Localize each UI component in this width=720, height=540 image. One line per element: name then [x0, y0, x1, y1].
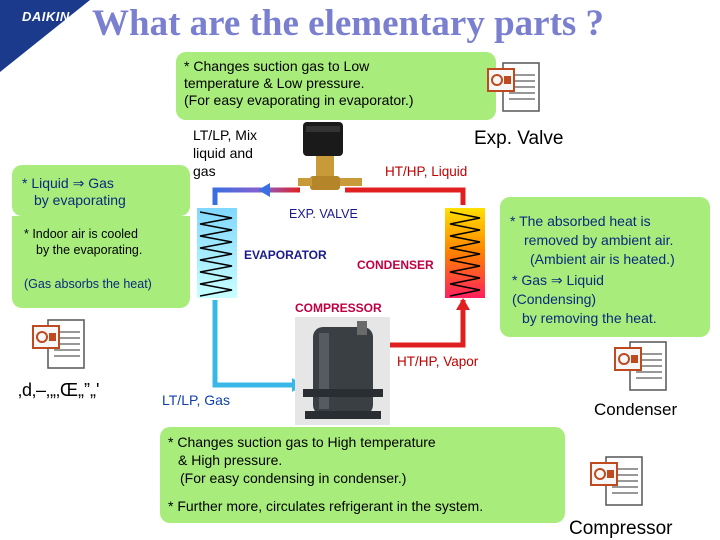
label-condenser: Condenser — [594, 400, 678, 419]
compressor-image — [295, 317, 390, 425]
label-lt-lp-gas: LT/LP, Gas — [162, 392, 230, 408]
label-evaporator: EVAPORATOR — [244, 248, 327, 262]
note-line: * Indoor air is cooled — [24, 227, 138, 241]
label-condenser-caps: CONDENSER — [357, 258, 434, 272]
label-compressor: Compressor — [569, 518, 673, 539]
note-compressor: * Changes suction gas to High temperatur… — [160, 427, 565, 523]
note-line: (Ambient air is heated.) — [530, 251, 675, 267]
note-evaporator-detail: * Indoor air is cooled by the evaporatin… — [12, 216, 190, 308]
note-line: by removing the heat. — [522, 310, 657, 326]
document-icon[interactable] — [30, 318, 88, 372]
condenser-coil — [449, 211, 481, 297]
liquid-line-hot — [345, 187, 466, 205]
note-condenser: * The absorbed heat is removed by ambien… — [500, 197, 710, 337]
label-line: gas — [193, 163, 216, 179]
document-icon[interactable] — [588, 455, 646, 509]
note-line: * Further more, circulates refrigerant i… — [168, 498, 484, 514]
label-line: LT/LP, Mix — [193, 127, 258, 143]
label-ht-hp-vapor: HT/HP, Vapor — [397, 354, 479, 369]
brand-logo: DAIKIN — [22, 9, 70, 24]
note-line: * Gas ⇒ Liquid — [512, 272, 604, 288]
liquid-line-mixed — [212, 187, 300, 205]
note-line: by the evaporating. — [36, 243, 143, 257]
note-line: temperature & Low pressure. — [184, 75, 365, 91]
flow-arrow-left — [258, 183, 270, 197]
note-line: removed by ambient air. — [524, 232, 674, 248]
document-icon[interactable] — [612, 340, 670, 394]
note-line: * Changes suction gas to High temperatur… — [168, 434, 436, 450]
note-line: by evaporating — [34, 192, 126, 208]
label-compressor-caps: COMPRESSOR — [295, 301, 382, 315]
note-line: (For easy condensing in condenser.) — [180, 470, 407, 486]
label-exp-valve-caps: EXP. VALVE — [289, 207, 358, 221]
label-exp-valve: Exp. Valve — [474, 128, 564, 149]
note-line: & High pressure. — [178, 452, 283, 468]
note-evaporator-main: * Liquid ⇒ Gas by evaporating — [12, 165, 190, 216]
flow-arrow-up — [456, 298, 470, 310]
page-title: What are the elementary parts ? — [92, 3, 605, 44]
evaporator-coil — [199, 211, 233, 297]
note-line: (Condensing) — [512, 291, 597, 307]
note-line: (Gas absorbs the heat) — [24, 277, 152, 291]
document-icon[interactable] — [485, 61, 543, 115]
note-line: * Liquid ⇒ Gas — [22, 175, 114, 191]
label-line: liquid and — [193, 145, 253, 161]
note-expansion-valve: * Changes suction gas to Low temperature… — [176, 52, 496, 120]
label-evaporator-garbled: ‚d‚–‚„‚Œ„”„' — [18, 380, 100, 400]
note-line: * The absorbed heat is — [510, 213, 651, 229]
note-line: * Changes suction gas to Low — [184, 58, 370, 74]
expansion-valve-image — [298, 122, 362, 190]
note-line: (For easy evaporating in evaporator.) — [184, 92, 414, 108]
label-ht-hp-liquid: HT/HP, Liquid — [385, 164, 468, 179]
suction-line — [212, 300, 300, 388]
discharge-line — [385, 300, 466, 348]
label-lt-lp-mix: LT/LP, Mix liquid and gas — [193, 126, 257, 180]
logo-triangle — [0, 0, 90, 72]
